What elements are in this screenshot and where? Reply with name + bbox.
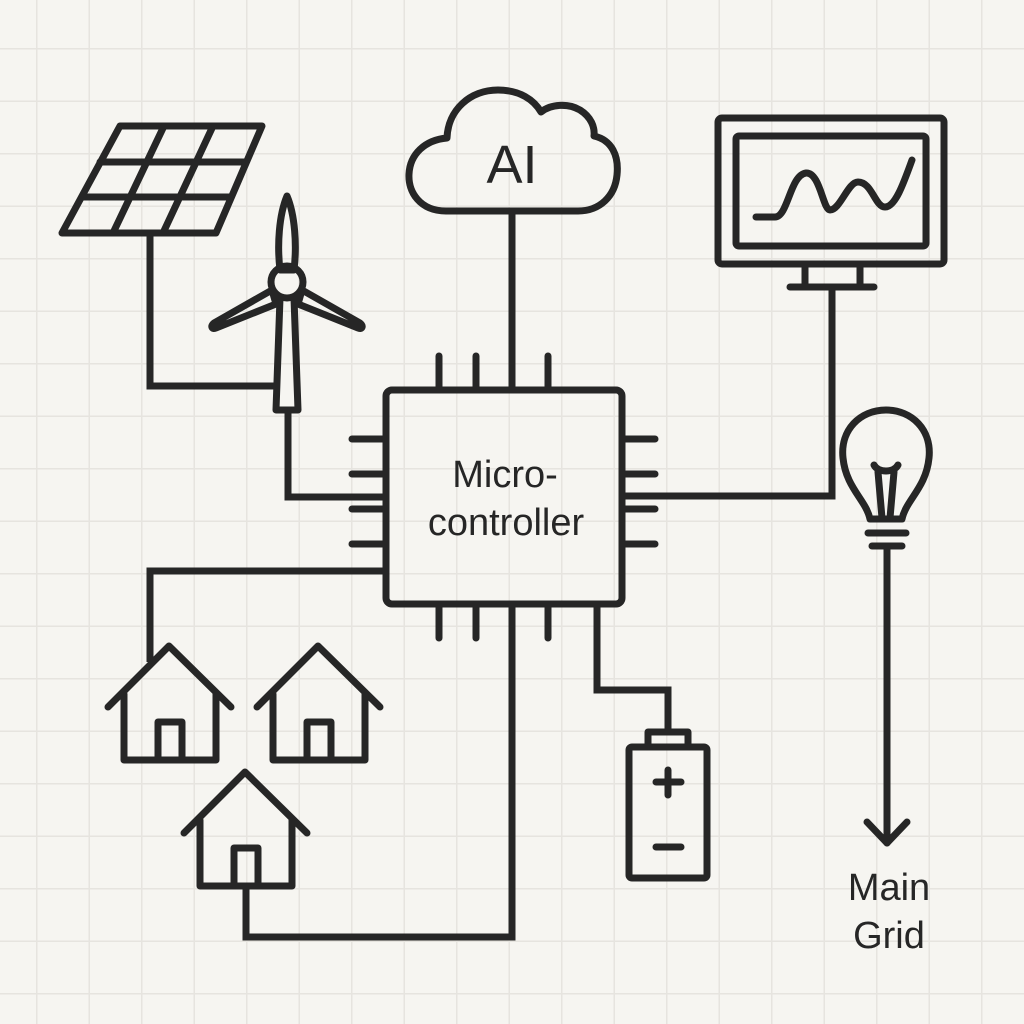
- wire-monitor-to-controller: [622, 288, 836, 500]
- wire-solar-to-turbine: [146, 236, 276, 390]
- microcontroller-label-line1: Micro-: [452, 454, 558, 496]
- cloud-icon: [405, 86, 621, 215]
- light-bulb-icon: [839, 406, 933, 550]
- ai-label: AI: [486, 135, 537, 195]
- chip-pins: [348, 352, 659, 642]
- chip-icon: [382, 386, 626, 608]
- wind-turbine-icon: [208, 192, 366, 414]
- main-grid-label-line2: Grid: [853, 915, 925, 957]
- house-icon: [180, 768, 311, 890]
- wire-controller-to-battery: [593, 604, 672, 732]
- ai-cloud-node: AI: [405, 86, 621, 215]
- battery-icon: [625, 728, 711, 882]
- house-icon: [253, 642, 384, 764]
- wires: [146, 212, 836, 941]
- microcontroller-label-line2: controller: [428, 502, 585, 544]
- main-grid-label-line1: Main: [848, 867, 930, 909]
- wire-controller-to-bottom-house: [242, 604, 516, 941]
- wire-controller-to-houses: [146, 567, 384, 662]
- solar-panel-icon: [58, 122, 266, 237]
- monitor-chart-icon: [714, 114, 948, 291]
- main-grid-node: Main Grid: [848, 867, 930, 957]
- house-icon: [104, 642, 235, 764]
- arrow-down-icon: [863, 544, 911, 847]
- wire-turbine-to-controller: [284, 412, 384, 501]
- microcontroller-node: Micro- controller: [348, 352, 659, 642]
